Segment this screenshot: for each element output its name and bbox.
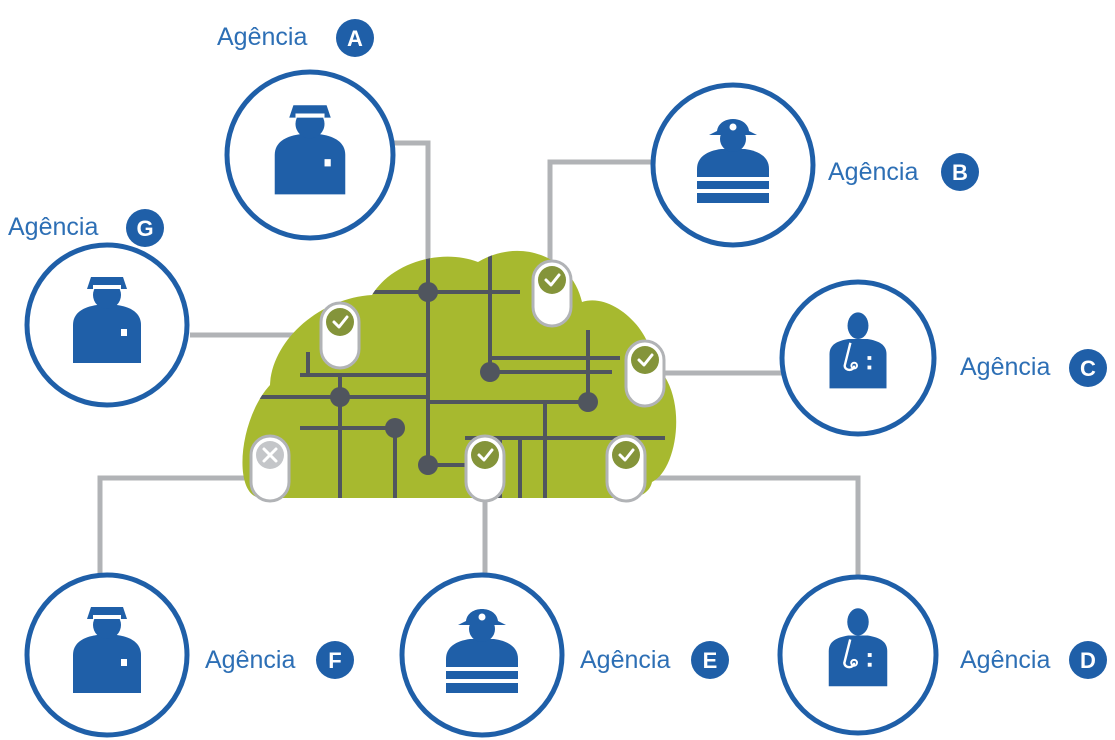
- agency-node-b: Agência B: [650, 82, 979, 248]
- check-circle: [538, 266, 566, 294]
- agency-letter: G: [136, 216, 153, 241]
- agency-letter: E: [703, 648, 718, 673]
- access-granted-plug: [605, 434, 647, 503]
- check-icon: [477, 448, 494, 462]
- agency-label: Agência: [828, 158, 918, 186]
- agency-letter-badge: G: [126, 209, 164, 247]
- agency-label: Agência: [960, 646, 1050, 674]
- check-circle: [326, 308, 354, 336]
- connector-agency-b: [547, 159, 652, 262]
- connector-agency-f: [97, 475, 270, 580]
- police-officer-icon: [73, 277, 141, 363]
- check-circle: [612, 441, 640, 469]
- check-circle: [631, 346, 659, 374]
- close-icon: [262, 447, 278, 463]
- agency-letter: D: [1080, 648, 1096, 673]
- agency-letter: A: [347, 26, 363, 51]
- check-icon: [618, 448, 635, 462]
- agency-letter-badge: F: [316, 641, 354, 679]
- agency-letter-badge: B: [941, 153, 979, 191]
- firefighter-icon: [446, 609, 518, 693]
- agency-letter-badge: A: [336, 19, 374, 57]
- agency-node-a: Agência A: [217, 19, 396, 241]
- agency-node-c: Agência C: [779, 279, 1107, 437]
- agency-label: Agência: [205, 646, 295, 674]
- connector-agency-a: [383, 140, 431, 260]
- agency-node-f: Agência F: [24, 572, 354, 738]
- agency-letter-badge: E: [691, 641, 729, 679]
- connector-agency-d: [622, 475, 861, 580]
- check-icon: [544, 273, 561, 287]
- access-granted-plug: [319, 301, 361, 370]
- agency-label: Agência: [8, 213, 98, 241]
- agency-letter: C: [1080, 356, 1096, 381]
- agency-node-g: Agência G: [8, 209, 190, 408]
- police-officer-icon: [73, 607, 141, 693]
- police-officer-icon: [274, 105, 346, 195]
- agency-letter: B: [952, 160, 968, 185]
- check-icon: [332, 315, 349, 329]
- circuit-nodes: [330, 282, 598, 475]
- check-icon: [637, 353, 654, 367]
- firefighter-icon: [697, 119, 769, 203]
- doctor-icon: [828, 608, 888, 687]
- access-granted-plug: [624, 339, 666, 408]
- agency-node-e: Agência E: [399, 572, 729, 738]
- access-plugs: [249, 259, 666, 503]
- agency-label: Agência: [580, 646, 670, 674]
- check-circle: [471, 441, 499, 469]
- agency-label: Agência: [217, 23, 307, 51]
- agency-letter-badge: D: [1069, 641, 1107, 679]
- access-denied-plug: [249, 434, 291, 503]
- access-granted-plug: [531, 259, 573, 328]
- agency-label: Agência: [960, 353, 1050, 381]
- agency-node-d: Agência D: [777, 574, 1107, 736]
- doctor-icon: [829, 312, 887, 389]
- agency-letter-badge: C: [1069, 349, 1107, 387]
- access-granted-plug: [464, 434, 506, 503]
- agency-letter: F: [328, 648, 341, 673]
